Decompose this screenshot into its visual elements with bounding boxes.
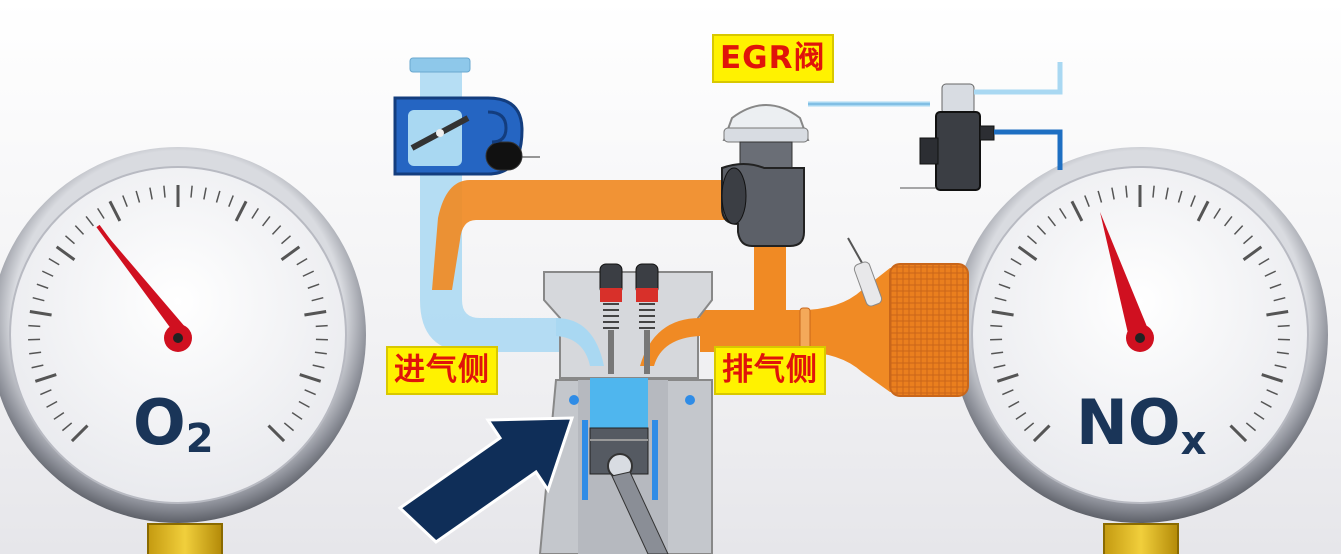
o2-gauge-label-main: O xyxy=(133,386,186,459)
intake-side-label: 进气侧 xyxy=(386,346,498,395)
nox-gauge-fitting xyxy=(1104,524,1178,554)
vacuum-solenoid xyxy=(900,62,1060,190)
intake-valve-stem xyxy=(608,330,614,374)
solenoid-line-upper xyxy=(974,62,1060,92)
o2-gauge-label-sub: 2 xyxy=(186,416,214,462)
coolant-port-right xyxy=(685,395,695,405)
throttle-sensor xyxy=(486,142,522,170)
throttle-body xyxy=(395,98,540,174)
nox-gauge xyxy=(952,147,1328,554)
solenoid-body xyxy=(936,112,980,190)
exhaust-retainer xyxy=(636,288,658,302)
engine-cylinder xyxy=(540,264,712,554)
solenoid-cap xyxy=(942,84,974,114)
nox-gauge-hub-center xyxy=(1135,333,1145,343)
egr-valve xyxy=(722,104,930,246)
nox-gauge-label-main: NO xyxy=(1076,386,1181,459)
o2-gauge xyxy=(0,147,366,554)
exhaust-valve-stem xyxy=(644,330,650,374)
gauge-tick xyxy=(1278,326,1290,327)
intake-retainer xyxy=(600,288,622,302)
throttle-shaft xyxy=(436,129,444,137)
catalytic-converter xyxy=(890,264,968,396)
nox-gauge-label-sub: x xyxy=(1181,418,1207,464)
solenoid-connector xyxy=(920,138,938,164)
o2-gauge-hub-center xyxy=(173,333,183,343)
gauge-tick xyxy=(28,326,40,327)
egr-valve-port xyxy=(722,168,746,224)
combustion-chamber xyxy=(590,378,648,430)
coolant-port-left xyxy=(569,395,579,405)
o2-gauge-label: O2 xyxy=(133,392,214,459)
gauge-tick xyxy=(990,326,1002,327)
o2-gauge-fitting xyxy=(148,524,222,554)
egr-valve-label: EGR阀 xyxy=(712,34,834,83)
nox-gauge-label: NOx xyxy=(1076,392,1206,461)
solenoid-line-lower xyxy=(994,132,1060,170)
intake-flange xyxy=(410,58,470,72)
gauge-tick xyxy=(316,326,328,327)
coolant-channel-right xyxy=(652,420,658,500)
exhaust-side-label: 排气侧 xyxy=(714,346,826,395)
coolant-channel-left xyxy=(582,420,588,500)
egr-valve-rim xyxy=(724,128,808,142)
solenoid-port xyxy=(980,126,994,140)
